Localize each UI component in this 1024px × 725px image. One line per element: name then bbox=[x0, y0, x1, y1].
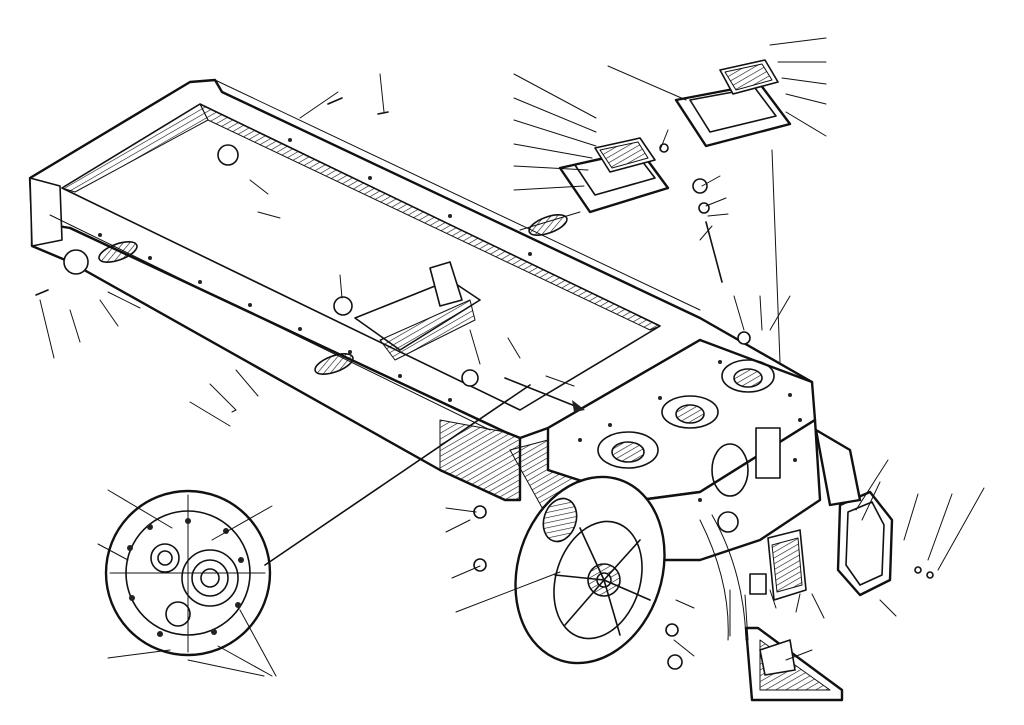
leader-lines bbox=[39, 37, 985, 677]
direction-arrow bbox=[504, 377, 585, 412]
gearbox-housing bbox=[509, 338, 822, 562]
side-flange bbox=[514, 475, 666, 665]
housing-bolt-dots bbox=[578, 360, 802, 502]
small-hardware bbox=[35, 97, 934, 670]
rail-bolt-dots bbox=[98, 138, 532, 402]
cross-member bbox=[333, 261, 481, 387]
right-covers bbox=[749, 428, 894, 601]
bracket-detail bbox=[744, 626, 844, 702]
top-cover-left bbox=[558, 137, 670, 214]
chassis-frame bbox=[28, 78, 814, 502]
top-cover-right bbox=[674, 59, 792, 148]
detail-callout bbox=[104, 384, 531, 657]
